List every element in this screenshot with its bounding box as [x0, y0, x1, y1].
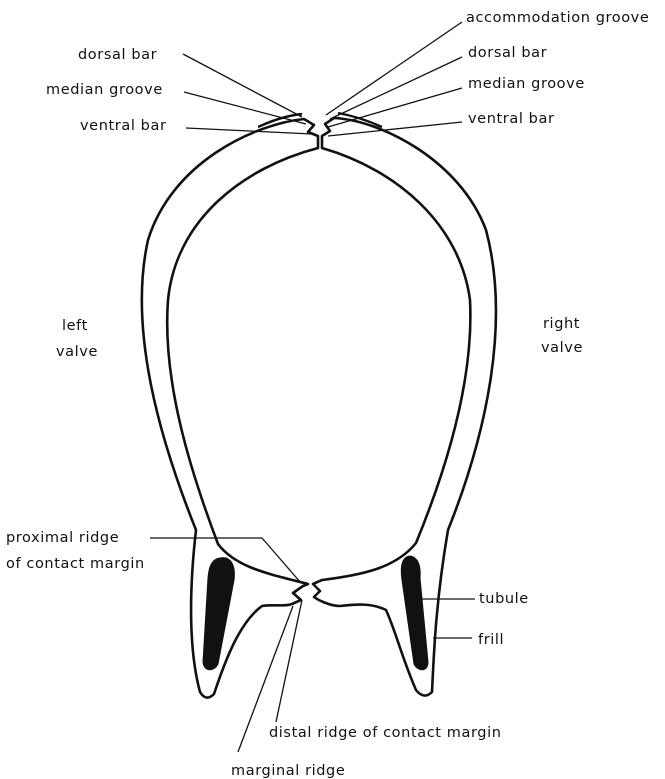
leader-dorsal-bar-right — [330, 57, 462, 119]
leader-median-groove-right — [328, 88, 462, 127]
label-accommodation-groove: accommodation groove — [466, 10, 649, 26]
label-left-valve-line1: left — [62, 318, 88, 334]
label-median-groove-left: median groove — [46, 82, 163, 98]
leader-median-groove-left — [184, 92, 306, 124]
right-valve-outline — [313, 118, 496, 696]
label-left-valve-line2: valve — [56, 344, 98, 360]
leader-accommodation-groove — [326, 22, 462, 115]
label-dorsal-bar-left: dorsal bar — [78, 47, 157, 63]
label-proximal-ridge-line2: of contact margin — [6, 556, 145, 572]
label-tubule: tubule — [479, 591, 529, 607]
label-marginal-ridge: marginal ridge — [231, 763, 345, 779]
label-proximal-ridge-line1: proximal ridge — [6, 530, 119, 546]
label-median-groove-right: median groove — [468, 76, 585, 92]
label-right-valve-line2: valve — [541, 340, 583, 356]
label-ventral-bar-left: ventral bar — [80, 118, 167, 134]
label-dorsal-bar-right: dorsal bar — [468, 45, 547, 61]
label-distal-ridge: distal ridge of contact margin — [269, 725, 502, 741]
label-frill: frill — [478, 632, 504, 648]
label-ventral-bar-right: ventral bar — [468, 111, 555, 127]
label-right-valve-line1: right — [543, 316, 580, 332]
